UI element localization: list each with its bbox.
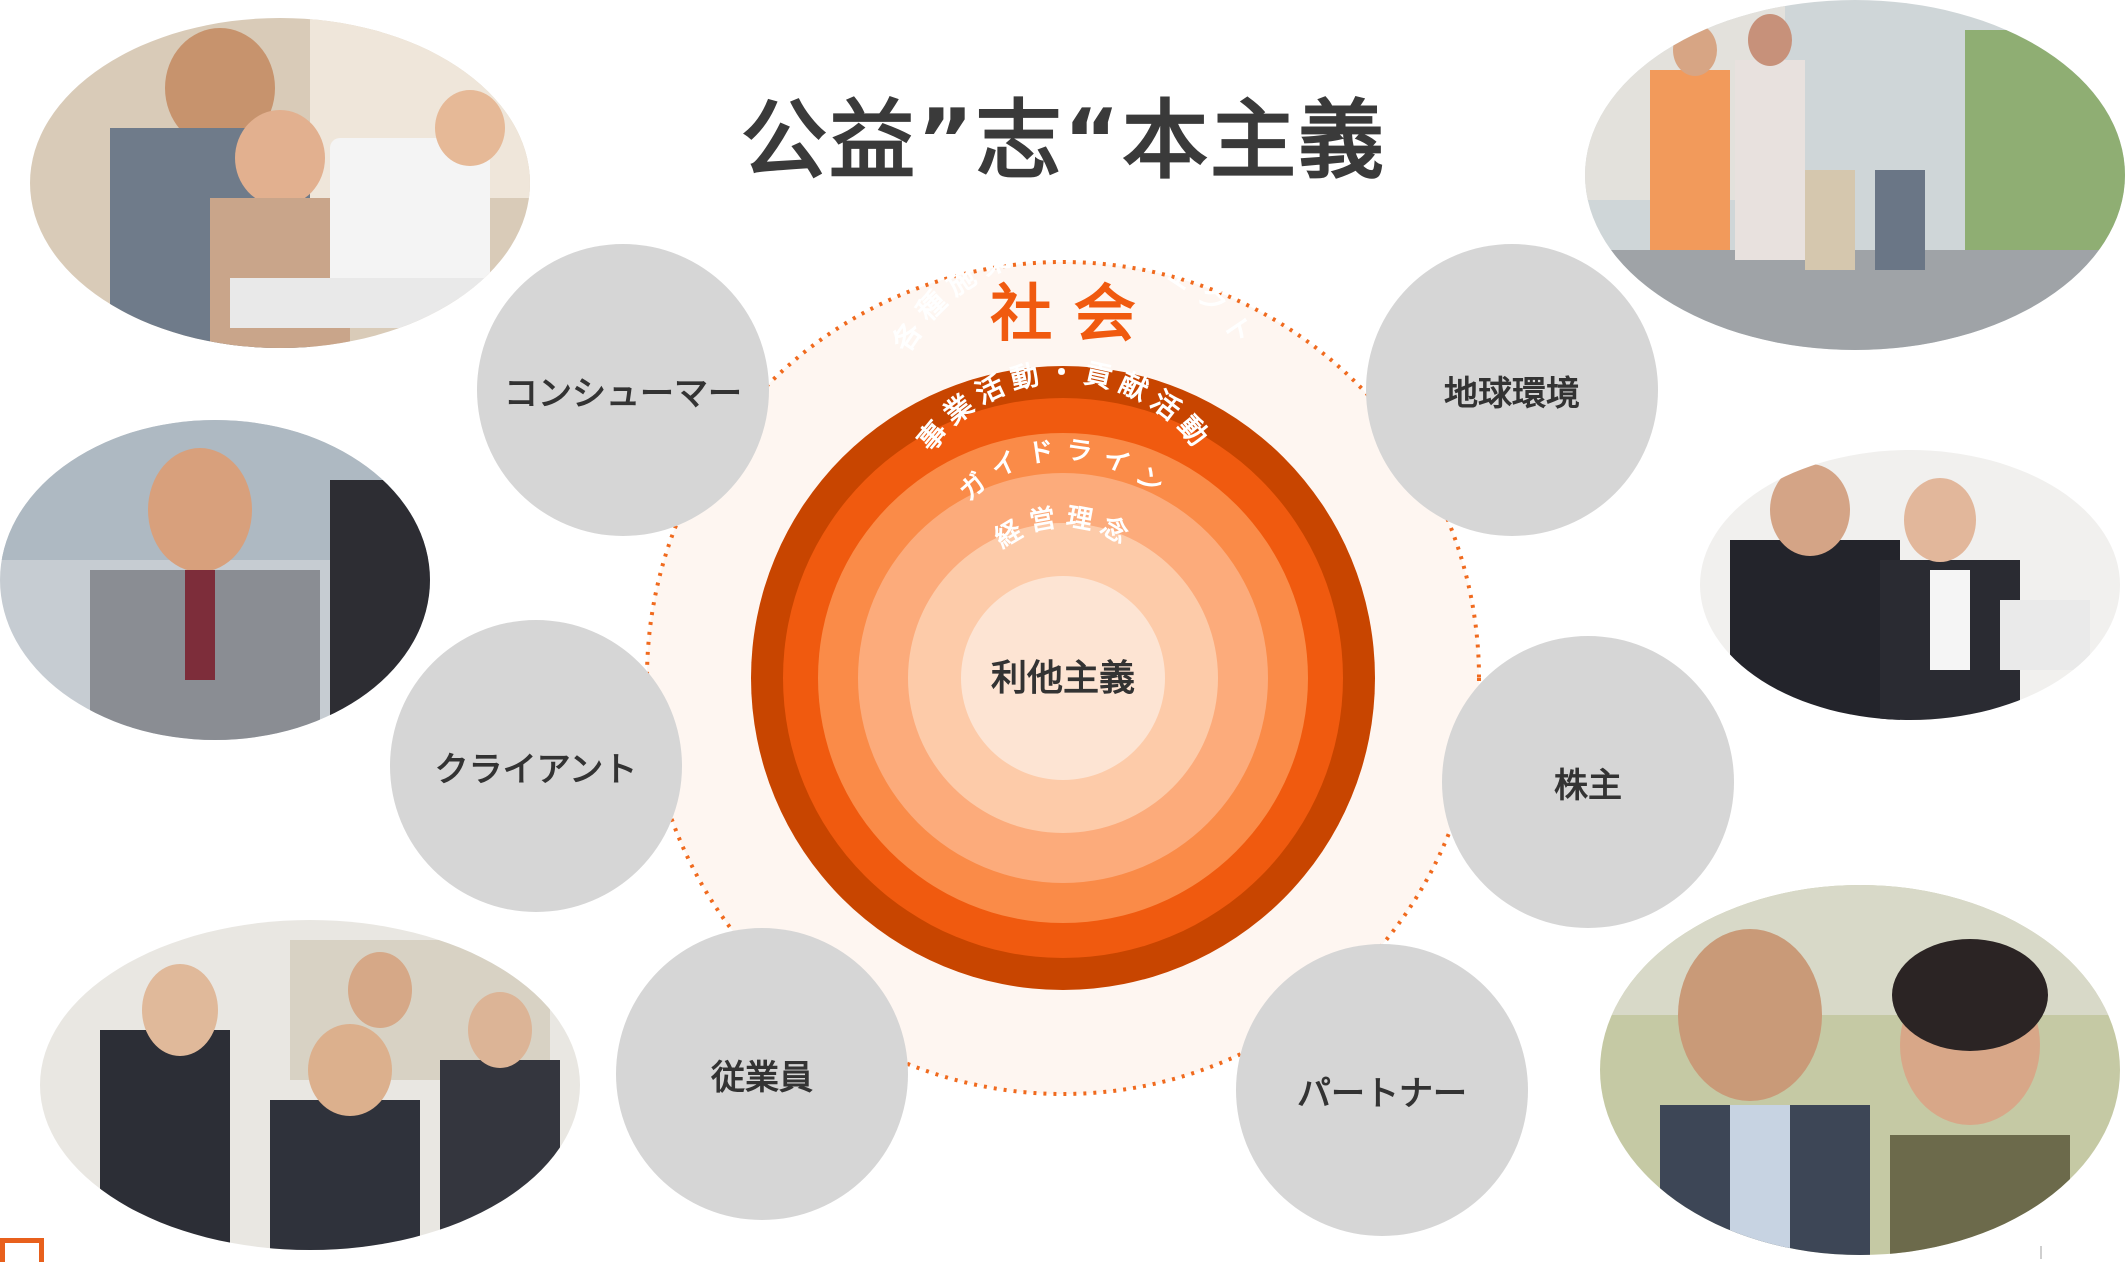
stakeholder-consumer-label: コンシューマー xyxy=(504,373,742,414)
core-label: 利他主義 xyxy=(991,658,1135,699)
stakeholder-partner: パートナー xyxy=(1236,944,1528,1236)
photo-family-walking xyxy=(1585,0,2125,350)
stakeholder-environment: 地球環境 xyxy=(1366,244,1658,536)
stakeholder-shareholder: 株主 xyxy=(1442,636,1734,928)
stakeholder-partner-label: パートナー xyxy=(1297,1073,1467,1114)
stakeholder-consumer: コンシューマー xyxy=(477,244,769,536)
divider xyxy=(2040,1246,2042,1259)
stakeholder-environment-label: 地球環境 xyxy=(1444,373,1580,414)
stakeholder-client-label: クライアント xyxy=(434,749,638,790)
stakeholder-employee: 従業員 xyxy=(616,928,908,1220)
photo-businessman-smiling xyxy=(0,420,430,740)
brand-mark-icon xyxy=(0,1238,44,1262)
stakeholder-client: クライアント xyxy=(390,620,682,912)
brand-logo xyxy=(0,1232,260,1262)
stakeholder-employee-label: 従業員 xyxy=(711,1057,813,1098)
stakeholder-shareholder-label: 株主 xyxy=(1554,765,1622,806)
society-label: 社 会 xyxy=(990,277,1136,350)
core-circle xyxy=(961,576,1165,780)
photo-business-pair xyxy=(1700,450,2120,720)
page-title: 公益”志“本主義 xyxy=(740,91,1387,191)
